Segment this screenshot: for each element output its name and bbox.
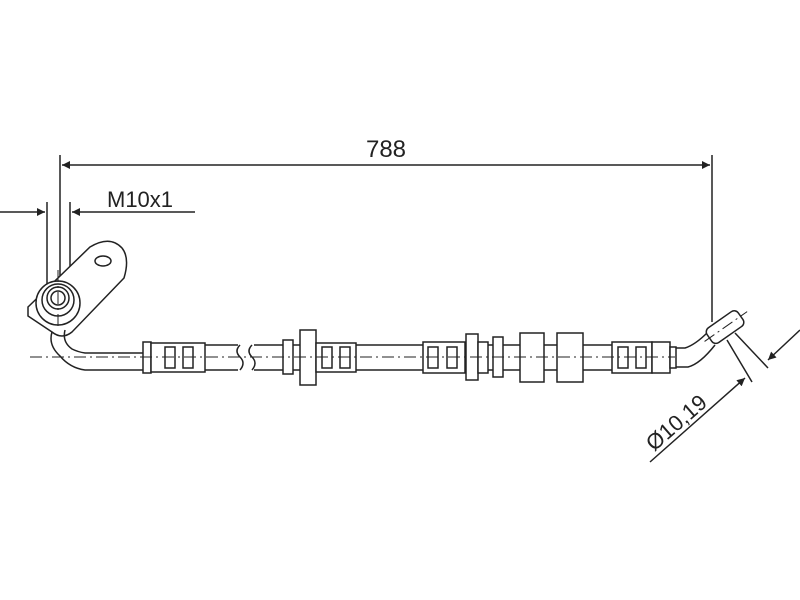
left-fitting-bracket <box>27 240 145 371</box>
thread-dimension: M10x1 <box>0 187 195 292</box>
right-end-fitting <box>704 310 748 345</box>
length-dimension: 788 <box>59 136 713 322</box>
crimp-fitting-3 <box>611 341 677 374</box>
hose-body <box>30 270 748 386</box>
length-label: 788 <box>366 136 406 163</box>
diameter-label: Ø10,19 <box>641 390 712 456</box>
thread-label: M10x1 <box>107 187 173 212</box>
